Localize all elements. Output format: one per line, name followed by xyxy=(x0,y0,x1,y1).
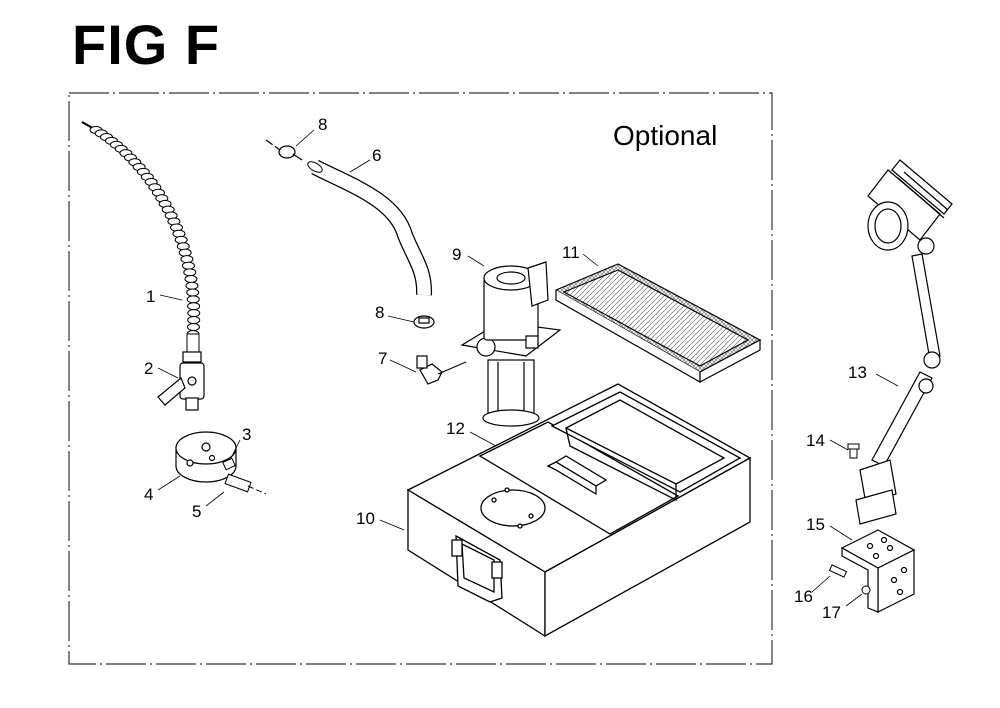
callout-15: 15 xyxy=(806,515,825,534)
coolant-tank-part xyxy=(406,383,752,638)
callout-4: 4 xyxy=(144,485,153,504)
callout-2: 2 xyxy=(144,359,153,378)
hose-segment xyxy=(184,274,198,283)
hose-segment xyxy=(181,261,195,270)
hose-segment xyxy=(178,248,192,257)
mesh-tray-part xyxy=(554,263,762,384)
hose-segment xyxy=(176,242,190,251)
callout-13: 13 xyxy=(848,363,867,382)
hose-segment xyxy=(186,295,200,304)
lamp-screw-part xyxy=(847,443,860,459)
hose-segment xyxy=(174,235,188,244)
hose-segment xyxy=(187,309,201,318)
bracket-screw-part xyxy=(828,564,871,595)
hose-part xyxy=(307,159,433,296)
callout-1: 1 xyxy=(146,287,155,306)
elbow-fitting-part xyxy=(416,355,467,385)
callout-10: 10 xyxy=(356,509,375,528)
callout-6: 6 xyxy=(372,146,381,165)
callout-16: 16 xyxy=(794,587,813,606)
hose-segment xyxy=(185,281,199,290)
hose-clamp-lower-part xyxy=(413,315,435,329)
mounting-bracket-part xyxy=(840,529,916,613)
hose-segment xyxy=(186,288,200,297)
fitting-part xyxy=(224,473,267,495)
callout-11: 11 xyxy=(562,243,580,262)
hose-segment xyxy=(180,255,194,264)
hose-clamp-top-part xyxy=(265,139,303,161)
leader-lines xyxy=(157,129,899,607)
hose-segment xyxy=(187,316,201,325)
callout-9: 9 xyxy=(452,245,461,264)
callout-7: 7 xyxy=(378,349,387,368)
callout-8-lower: 8 xyxy=(375,303,384,322)
callout-17: 17 xyxy=(822,603,841,622)
callout-3: 3 xyxy=(242,425,251,444)
coolant-pump-part xyxy=(460,261,562,427)
callout-5: 5 xyxy=(192,502,201,521)
hose-segment xyxy=(186,323,200,332)
figure-title: FIG F xyxy=(72,13,221,76)
valve-part xyxy=(157,351,205,411)
work-lamp-part xyxy=(855,159,953,525)
callout-14: 14 xyxy=(806,431,825,450)
coolant-hose-part xyxy=(81,121,201,353)
optional-label: Optional xyxy=(613,120,717,151)
callout-8-top: 8 xyxy=(318,115,327,134)
optional-frame xyxy=(68,92,773,665)
set-screw-part xyxy=(222,457,236,471)
hose-segment xyxy=(183,268,197,277)
hose-segment xyxy=(187,302,201,311)
magnetic-base-part xyxy=(175,431,237,483)
callout-12: 12 xyxy=(446,419,465,438)
